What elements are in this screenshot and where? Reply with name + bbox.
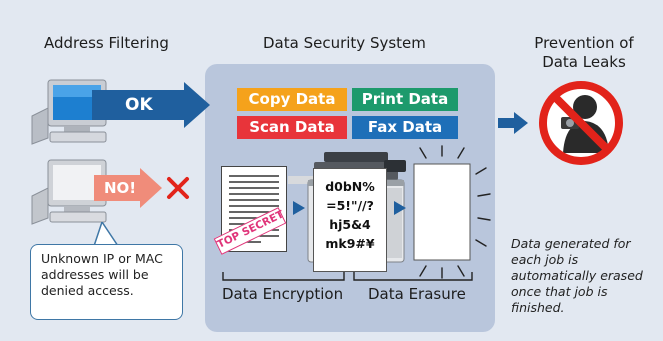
note-line: each job is	[511, 252, 579, 267]
ok-arrow	[92, 82, 210, 128]
encrypt-arrow-icon	[293, 201, 305, 215]
data-erasure-label: Data Erasure	[368, 285, 466, 303]
no-arrow	[94, 168, 162, 208]
denied-computer-icon	[31, 159, 107, 225]
callout-line: Unknown IP or MAC	[41, 251, 163, 266]
header-address-filtering: Address Filtering	[44, 34, 169, 52]
auto-erase-note: Data generated for each job is automatic…	[511, 236, 661, 316]
data-encryption-label: Data Encryption	[222, 285, 344, 303]
header-data-security-system: Data Security System	[263, 34, 426, 52]
note-line: Data generated for	[511, 236, 631, 251]
ok-arrow-label: OK	[125, 95, 153, 115]
callout-line: denied access.	[41, 283, 134, 298]
prevention-arrow	[498, 112, 528, 134]
note-line: automatically erased	[511, 268, 643, 283]
erased-page-icon	[413, 145, 491, 279]
note-line: finished.	[511, 300, 565, 315]
section-brackets	[222, 272, 473, 281]
cipher-line: =5!"//?	[326, 198, 374, 213]
prohibition-sign-icon	[539, 81, 623, 165]
scan-data-pill: Scan Data	[237, 116, 347, 139]
no-arrow-label: NO!	[104, 179, 137, 197]
print-data-pill: Print Data	[352, 88, 458, 111]
note-line: once that job is	[511, 284, 608, 299]
callout-line: addresses will be	[41, 267, 149, 282]
reject-x-icon	[167, 177, 189, 199]
cipher-line: mk9#¥	[325, 236, 375, 251]
erase-arrow-icon	[394, 201, 406, 215]
cipher-line: d0bN%	[325, 179, 375, 194]
copy-data-pill: Copy Data	[237, 88, 347, 111]
header-prevention-line2: Data Leaks	[542, 53, 626, 71]
header-prevention-line1: Prevention of	[534, 34, 634, 52]
encrypted-data-card: d0bN% =5!"//? hj5&4 mk9#¥	[313, 168, 387, 272]
cipher-line: hj5&4	[329, 217, 371, 232]
denied-access-callout: Unknown IP or MAC addresses will be deni…	[30, 244, 183, 320]
fax-data-pill: Fax Data	[352, 116, 458, 139]
